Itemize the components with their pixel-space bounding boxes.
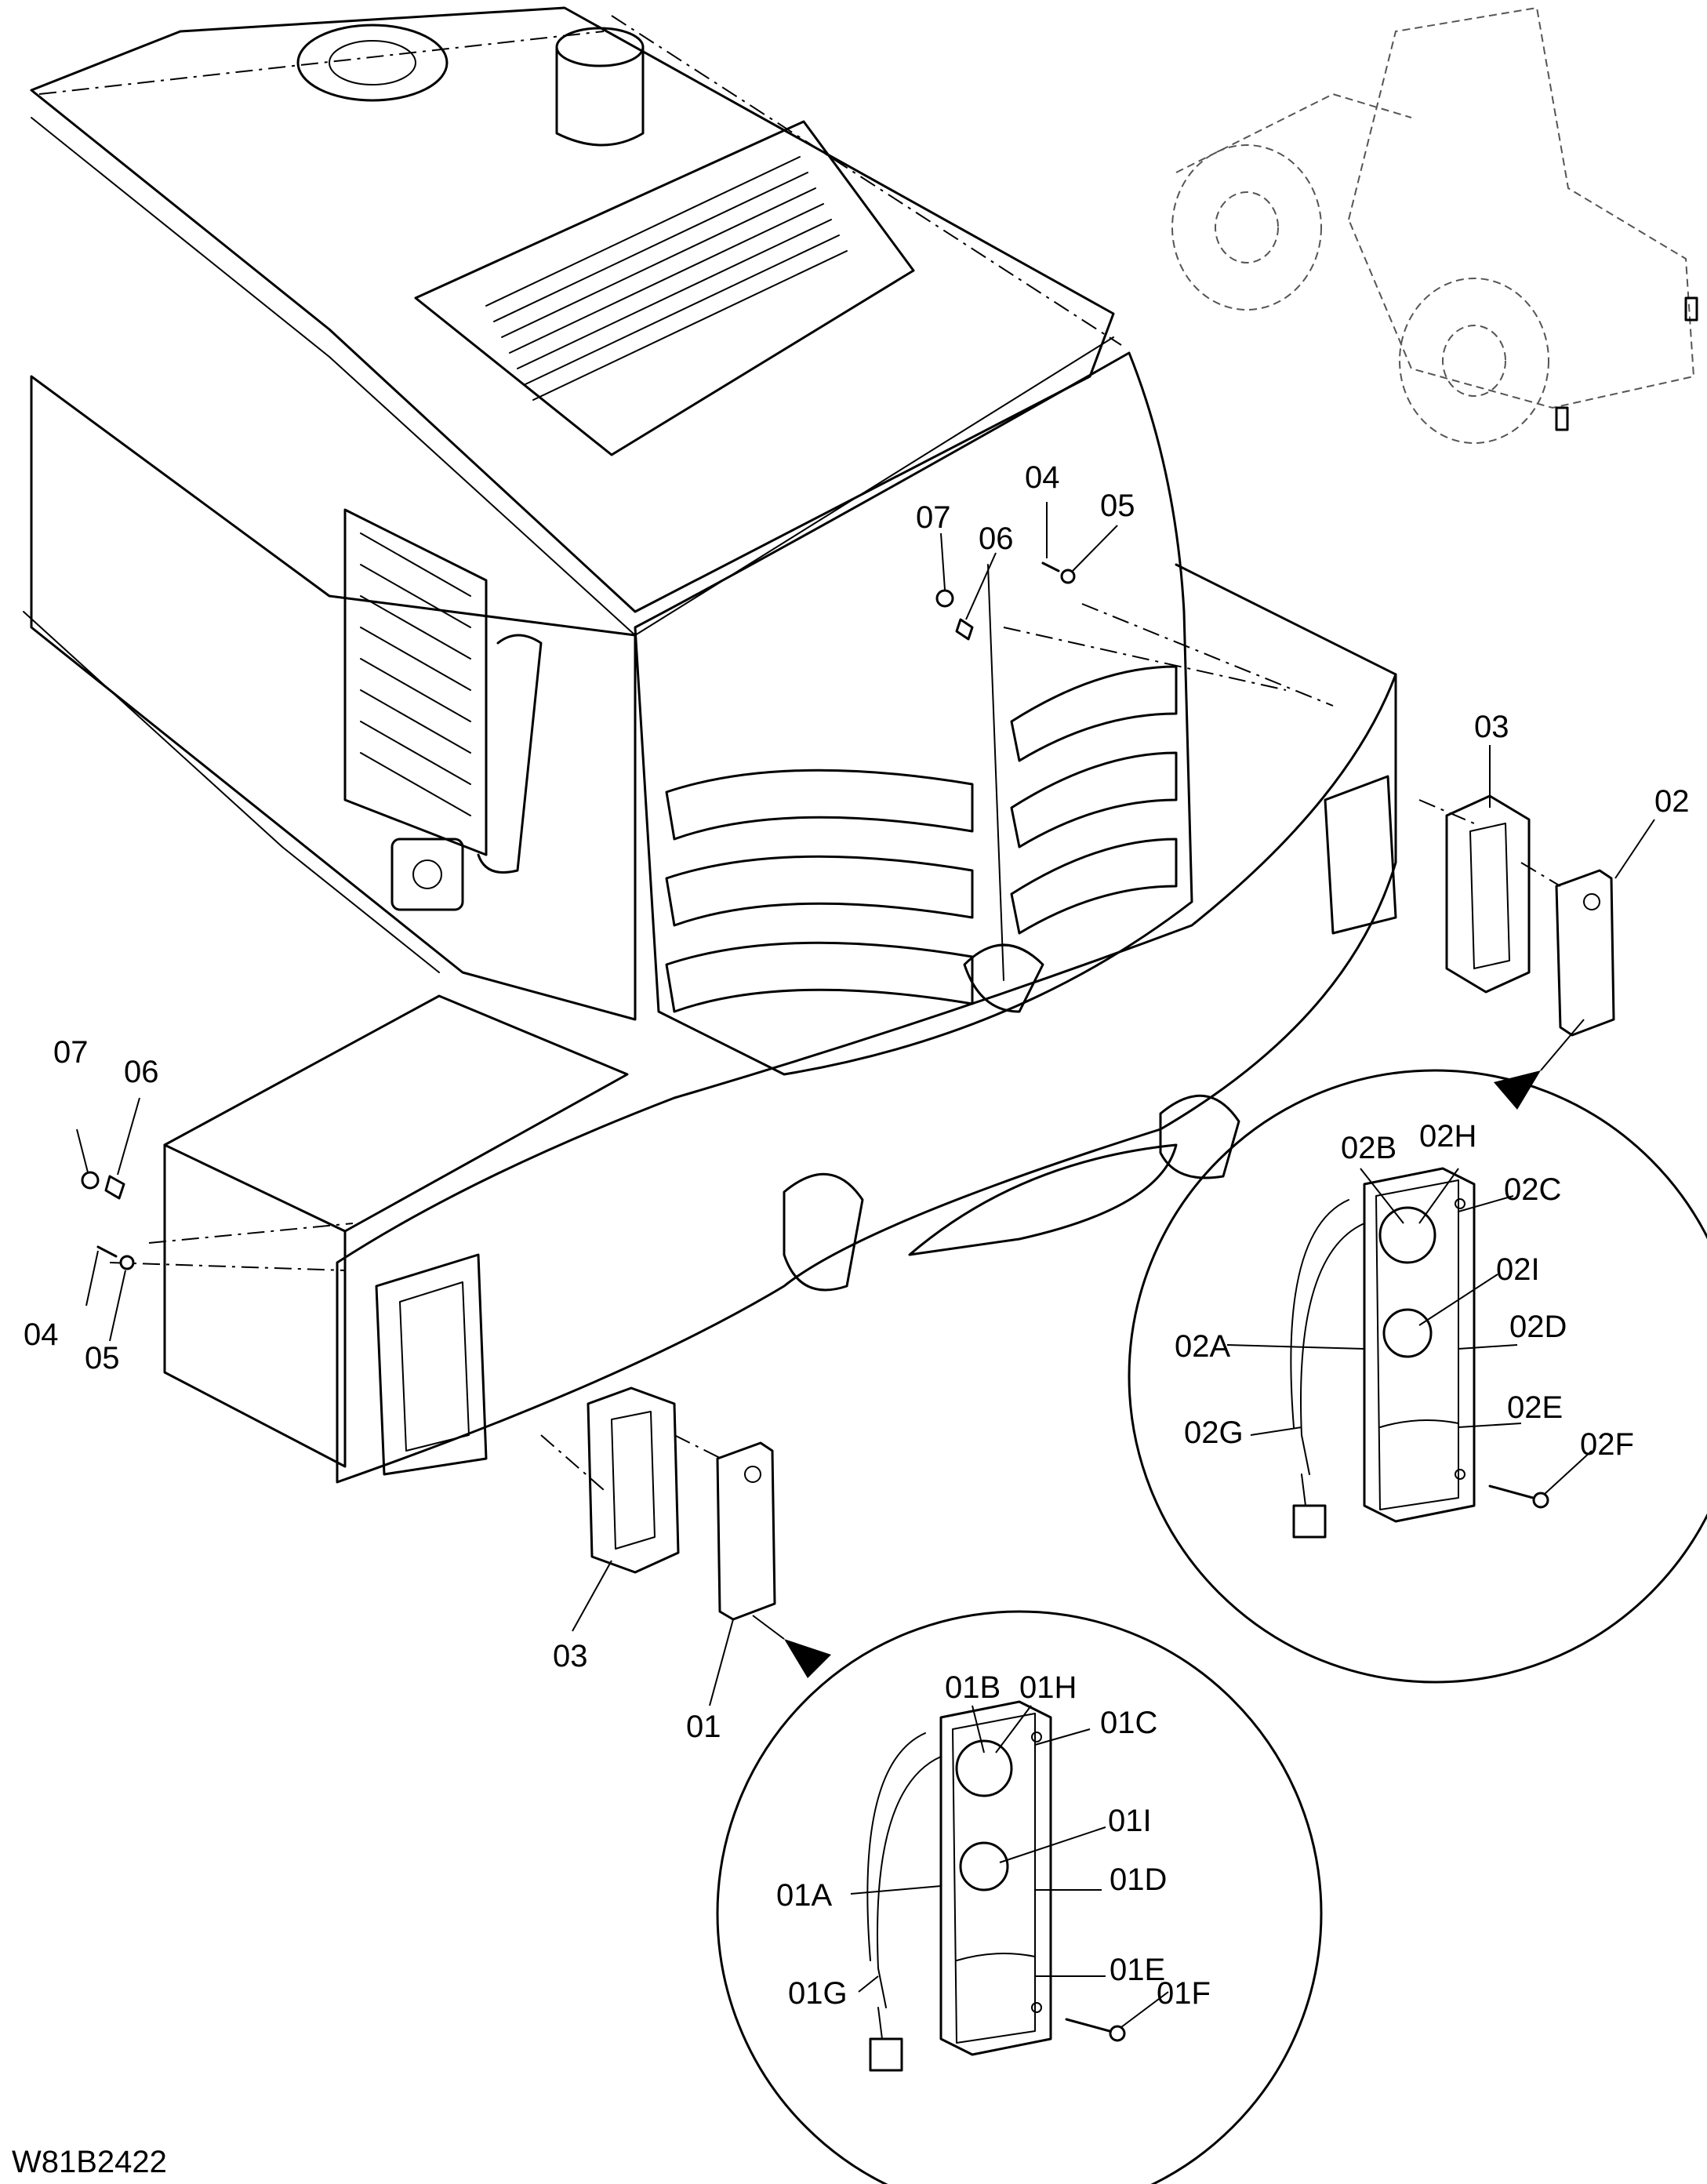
lamp-housing-right [1445, 794, 1531, 994]
callout-05-left: 05 [85, 1341, 120, 1375]
detail-view-02 [1128, 1019, 1707, 1684]
callout-labels: 07 06 04 05 03 02 07 06 04 05 03 01 02B … [12, 460, 1690, 2179]
projection-lines [109, 603, 1561, 1491]
callout-01-bottom: 01 [686, 1710, 721, 1744]
drawing-code: W81B2422 [12, 2145, 167, 2179]
hood-vent-slots [485, 156, 848, 401]
detail-01-label-01G: 01G [788, 1976, 848, 2011]
detail-02-label-02F: 02F [1580, 1427, 1634, 1462]
lamp-unit-right [1555, 869, 1615, 1037]
detail-01-label-01C: 01C [1100, 1706, 1157, 1740]
detail-01-label-01H: 01H [1019, 1670, 1077, 1705]
small-fasteners [81, 561, 1076, 1270]
detail-01-label-01E: 01E [1110, 1953, 1165, 1987]
callout-04-left: 04 [24, 1317, 59, 1352]
detail-02-label-02E: 02E [1507, 1390, 1563, 1425]
engine-hood [23, 6, 1122, 1021]
machine-overview-inset [1171, 6, 1698, 444]
leader-lines [76, 502, 1655, 2028]
callout-07-top: 07 [916, 500, 951, 535]
detail-02-label-02G: 02G [1184, 1415, 1244, 1450]
rear-bumper [163, 563, 1397, 1484]
detail-02-label-02C: 02C [1504, 1172, 1561, 1207]
detail-01-label-01D: 01D [1110, 1862, 1167, 1897]
callout-02-right: 02 [1654, 784, 1690, 819]
callout-06-top: 06 [979, 521, 1014, 556]
detail-01-label-01B: 01B [945, 1670, 1001, 1705]
detail-01-label-01F: 01F [1157, 1976, 1211, 2011]
callout-03-right: 03 [1474, 710, 1509, 744]
callout-04-top: 04 [1025, 460, 1060, 495]
detail-02-label-02B: 02B [1341, 1131, 1396, 1165]
detail-02-label-02D: 02D [1509, 1310, 1567, 1344]
detail-01-label-01A: 01A [776, 1878, 832, 1913]
front-grille [634, 351, 1193, 1076]
detail-01-label-01I: 01I [1108, 1804, 1152, 1838]
lamp-housing-bottom [587, 1386, 680, 1574]
detail-02-label-02I: 02I [1496, 1252, 1540, 1287]
callout-05-top: 05 [1100, 489, 1135, 523]
callout-06-left: 06 [124, 1055, 159, 1089]
detail-02-label-02H: 02H [1419, 1119, 1476, 1154]
side-louvre [343, 508, 488, 856]
detail-view-01 [716, 1610, 1323, 2184]
detail-02-label-02A: 02A [1175, 1329, 1230, 1364]
callout-07-left: 07 [53, 1035, 89, 1070]
lamp-unit-bottom [716, 1441, 776, 1621]
callout-03-bottom: 03 [553, 1639, 588, 1673]
